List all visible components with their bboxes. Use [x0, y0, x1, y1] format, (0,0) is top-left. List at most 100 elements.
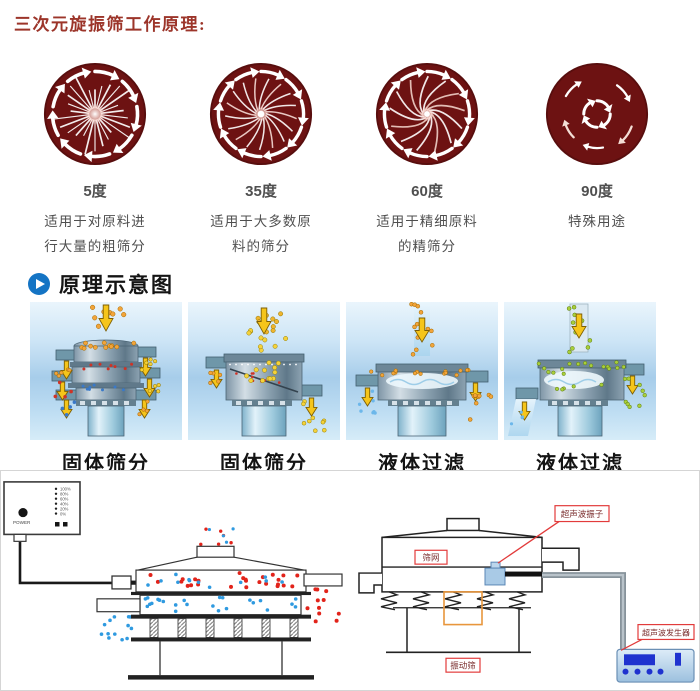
connector-plug	[131, 580, 138, 585]
spring	[261, 618, 271, 638]
ultrasonic-transducer	[484, 567, 506, 586]
generator-button	[622, 668, 629, 675]
play-icon	[28, 273, 50, 295]
spring	[149, 618, 159, 638]
feed-inlet	[196, 545, 235, 558]
rotation-pattern-35deg-image	[209, 62, 313, 166]
label-box-mesh	[414, 549, 448, 565]
spring	[289, 618, 299, 638]
angle-description-line: 行大量的粗筛分	[44, 239, 146, 254]
spring	[177, 618, 187, 638]
angle-degree-label: 90度	[581, 183, 613, 200]
page-title: 三次元旋振筛工作原理:	[14, 15, 207, 34]
panel-label: 液体过滤	[378, 453, 466, 475]
spring	[476, 591, 496, 611]
spring	[380, 591, 400, 611]
generator-switch	[675, 652, 681, 666]
amplitude-scale: 100% 80% 60% 40% 20% 0%	[54, 487, 71, 516]
label-box-transducer	[554, 505, 610, 523]
angle-description: 特殊用途	[522, 209, 672, 234]
rotation-pattern-60deg-image	[375, 62, 479, 166]
panel-image-liquid-filtering-a	[346, 302, 498, 440]
angle-description: 适用于精细原料 的精筛分	[352, 209, 502, 259]
generator-cable	[542, 572, 626, 650]
machine-panel: 液体过滤	[504, 302, 656, 476]
control-cable	[18, 541, 112, 585]
angle-description-line: 的精筛分	[398, 239, 456, 254]
controller-button	[63, 522, 68, 527]
power-label: POWER	[13, 520, 31, 525]
spring	[205, 618, 215, 638]
label-sieve: 振动筛	[450, 661, 475, 671]
generator-button	[634, 668, 641, 675]
angle-degree-label: 5度	[83, 183, 107, 200]
svg-text:100%: 100%	[60, 487, 71, 492]
motor-outline	[443, 591, 483, 626]
angle-column-60deg: 60度 适用于精细原料 的精筛分	[352, 62, 502, 259]
angle-description-line: 适用于精细原料	[376, 214, 478, 229]
pedestal	[406, 607, 520, 653]
svg-text:40%: 40%	[60, 502, 69, 507]
particle-dots	[207, 527, 235, 544]
panel-image-liquid-filtering-b	[504, 302, 656, 440]
particle-dots	[146, 572, 284, 590]
play-triangle	[36, 279, 45, 289]
power-knob	[18, 508, 28, 518]
rotation-pattern-90deg-image	[545, 62, 649, 166]
mesh-line	[131, 591, 311, 596]
particle-dots	[305, 587, 341, 624]
right-outlet	[303, 573, 343, 587]
angle-degree-label: 35度	[245, 183, 277, 200]
leader-line	[620, 638, 643, 651]
angle-description-line: 适用于对原料进	[44, 214, 146, 229]
particle-dots	[99, 614, 134, 642]
machine-panel: 固体筛分	[188, 302, 340, 476]
svg-text:60%: 60%	[60, 497, 69, 502]
left-outlet	[96, 598, 141, 613]
angle-degree-label: 60度	[411, 183, 443, 200]
cone-lid	[137, 556, 305, 571]
svg-text:80%: 80%	[60, 492, 69, 497]
base-plate	[128, 675, 314, 680]
generator-button	[657, 668, 664, 675]
svg-text:20%: 20%	[60, 506, 69, 511]
machine-panel: 固体筛分	[30, 302, 182, 476]
generator-screen	[624, 654, 655, 666]
sieve-cross-section	[96, 527, 343, 680]
panel-label: 固体筛分	[220, 453, 308, 475]
particle-dots	[143, 595, 298, 614]
ultrasonic-system-diagram: 超声波振子 筛网 超声波发生器 振动筛	[358, 505, 695, 683]
ultrasonic-generator	[616, 648, 695, 683]
generator-button	[646, 668, 653, 675]
machine-panel: 液体过滤	[346, 302, 498, 476]
label-mesh: 筛网	[423, 553, 440, 563]
sieve-outline	[358, 517, 580, 654]
label-box-generator	[637, 623, 695, 641]
generator-cable-highlight	[542, 573, 625, 650]
angle-column-35deg: 35度 适用于大多数原 料的筛分	[186, 62, 336, 259]
transducer-rod	[505, 571, 542, 577]
angle-column-5deg: 5度 适用于对原料进 行大量的粗筛分	[20, 62, 170, 259]
spring	[508, 591, 528, 611]
label-generator: 超声波发生器	[642, 628, 690, 638]
angle-description: 适用于对原料进 行大量的粗筛分	[20, 209, 170, 259]
angle-description: 适用于大多数原 料的筛分	[186, 209, 336, 259]
spring	[444, 591, 464, 611]
controller-button	[55, 522, 60, 527]
controller-sieve-diagram: POWER 100% 80% 60% 40% 20% 0%	[3, 481, 343, 680]
base-stand	[159, 641, 283, 676]
angle-description-line: 料的筛分	[232, 239, 290, 254]
angle-description-line: 适用于大多数原	[210, 214, 312, 229]
panel-image-solid-sieving-single	[188, 302, 340, 440]
svg-text:0%: 0%	[60, 511, 66, 516]
rotation-pattern-5deg-image	[43, 62, 147, 166]
particle-dots	[148, 571, 300, 590]
panel-label: 液体过滤	[536, 453, 624, 475]
leader-line	[497, 521, 560, 564]
cable-connector	[111, 575, 132, 590]
angle-column-90deg: 90度 特殊用途	[522, 62, 672, 234]
upper-flange	[131, 614, 311, 619]
label-box-sieve	[445, 657, 481, 673]
panel-image-solid-sieving-multi	[30, 302, 182, 440]
